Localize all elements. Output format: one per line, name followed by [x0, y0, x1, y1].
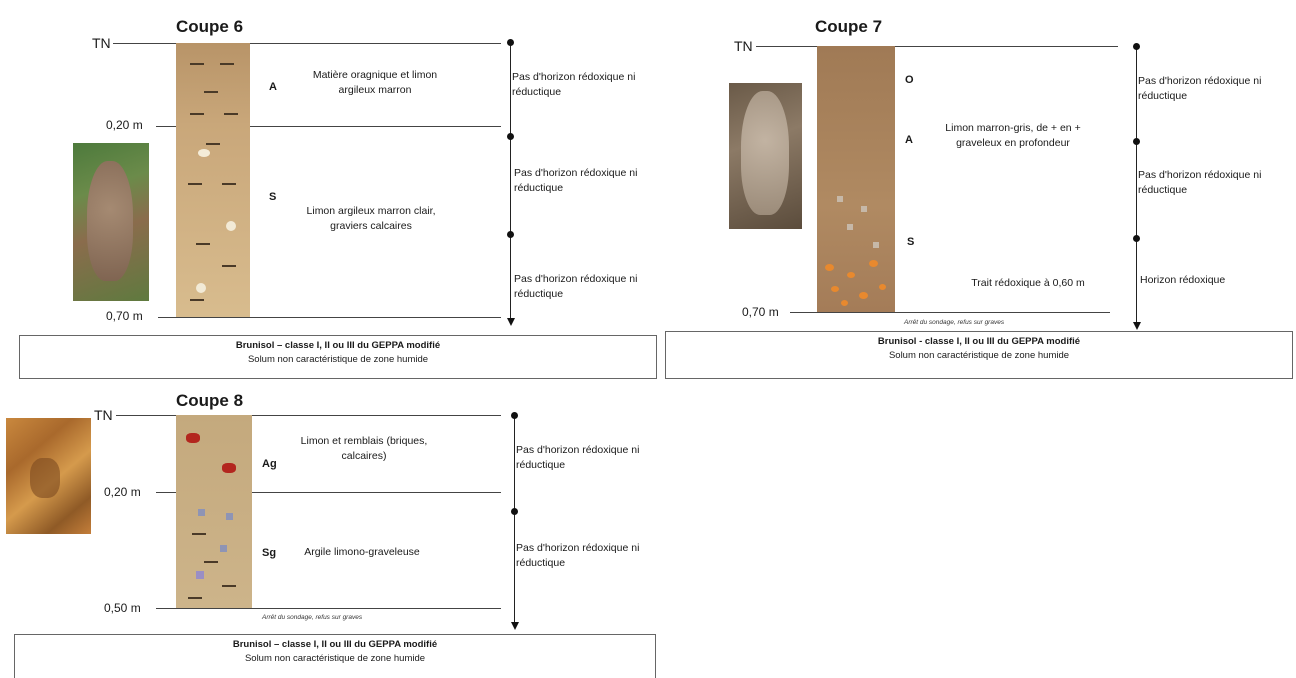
coupe8-marker-dot: [511, 412, 518, 419]
coupe7-conclusion: Solum non caractéristique de zone humide: [888, 350, 1070, 361]
coupe6-line-070: [158, 317, 501, 318]
coupe8-horizon-ag-desc: Limon et remblais (briques, calcaires): [300, 435, 428, 462]
coupe7-depth-070: 0,70 m: [742, 305, 779, 319]
coupe7-tn-label: TN: [734, 38, 753, 54]
coupe7-observation-3: Horizon rédoxique: [1140, 274, 1226, 286]
coupe6-observation-3: Pas d'horizon rédoxique ni réductique: [514, 273, 638, 300]
coupe8-arrow-head: [511, 622, 519, 630]
coupe7-tn-line: [756, 46, 1118, 47]
coupe8-classification-box: Brunisol – classe I, II ou III du GEPPA …: [14, 634, 656, 678]
coupe8-observation-axis: [514, 415, 515, 625]
coupe6-tn-label: TN: [92, 35, 111, 51]
coupe6-marker-dot: [507, 133, 514, 140]
coupe7-observation-1: Pas d'horizon rédoxique ni réductique: [1138, 75, 1262, 102]
coupe6-soil-column: [176, 43, 250, 317]
coupe6-depth-020: 0,20 m: [106, 118, 143, 132]
coupe8-soil-column: [176, 415, 252, 608]
coupe8-observation-1: Pas d'horizon rédoxique ni réductique: [516, 444, 640, 471]
coupe7-observation-2: Pas d'horizon rédoxique ni réductique: [1138, 169, 1262, 196]
coupe6-observation-1: Pas d'horizon rédoxique ni réductique: [512, 71, 636, 98]
coupe8-depth-020: 0,20 m: [104, 485, 141, 499]
coupe6-soil-photo: [73, 143, 149, 301]
coupe6-horizon-a: A: [269, 81, 277, 93]
coupe6-horizon-s: S: [269, 191, 277, 203]
coupe6-observation-axis: [510, 42, 511, 320]
coupe8-marker-dot: [511, 508, 518, 515]
coupe8-tn-line: [116, 415, 501, 416]
coupe8-line-020: [156, 492, 501, 493]
coupe7-main-desc: Limon marron-gris, de + en + graveleux e…: [945, 122, 1081, 149]
coupe8-horizon-sg: Sg: [262, 547, 277, 559]
coupe6-horizon-s-desc: Limon argileux marron clair, graviers ca…: [306, 205, 436, 232]
coupe7-horizon-s: S: [907, 236, 915, 248]
coupe6-conclusion: Solum non caractéristique de zone humide: [247, 354, 429, 365]
coupe7-arrow-head: [1133, 322, 1141, 330]
coupe7-marker-dot: [1133, 138, 1140, 145]
coupe8-line-050: [156, 608, 501, 609]
coupe7-trait-desc: Trait rédoxique à 0,60 m: [971, 277, 1085, 289]
coupe6-observation-2: Pas d'horizon rédoxique ni réductique: [514, 167, 638, 194]
coupe8-title: Coupe 8: [176, 391, 244, 410]
coupe8-classification: Brunisol – classe I, II ou III du GEPPA …: [232, 639, 438, 650]
coupe6-arrow-head: [507, 318, 515, 326]
coupe6-horizon-a-desc: Matière oragnique et limon argileux marr…: [312, 69, 438, 96]
coupe8-horizon-sg-desc: Argile limono-graveleuse: [304, 546, 420, 558]
coupe7-classification-box: Brunisol - classe I, II ou III du GEPPA …: [665, 331, 1293, 379]
coupe8-soil-photo: [6, 418, 91, 534]
coupe7-soil-column: [817, 46, 895, 312]
coupe7-marker-dot: [1133, 235, 1140, 242]
coupe7-horizon-a: A: [905, 134, 913, 146]
coupe7-horizon-o: O: [905, 74, 914, 86]
coupe7-soil-photo: [729, 83, 802, 229]
coupe6-depth-070: 0,70 m: [106, 309, 143, 323]
coupe6-marker-dot: [507, 231, 514, 238]
coupe8-observation-2: Pas d'horizon rédoxique ni réductique: [516, 542, 640, 569]
coupe6-marker-dot: [507, 39, 514, 46]
coupe8-conclusion: Solum non caractéristique de zone humide: [244, 653, 426, 664]
coupe6-title: Coupe 6: [176, 17, 244, 36]
coupe7-line-070: [790, 312, 1110, 313]
coupe8-stop-note: Arrêt du sondage, refus sur graves: [262, 614, 363, 621]
coupe7-observation-axis: [1136, 46, 1137, 324]
coupe6-classification: Brunisol – classe I, II ou III du GEPPA …: [235, 340, 441, 351]
coupe7-classification: Brunisol - classe I, II ou III du GEPPA …: [877, 336, 1081, 347]
coupe6-tn-line: [113, 43, 501, 44]
coupe8-horizon-ag: Ag: [262, 458, 277, 470]
coupe6-line-020: [156, 126, 501, 127]
coupe7-marker-dot: [1133, 43, 1140, 50]
coupe7-title: Coupe 7: [815, 17, 883, 36]
coupe6-classification-box: Brunisol – classe I, II ou III du GEPPA …: [19, 335, 657, 379]
coupe7-stop-note: Arrêt du sondage, refus sur graves: [904, 319, 1005, 326]
coupe8-depth-050: 0,50 m: [104, 601, 141, 615]
coupe8-tn-label: TN: [94, 407, 113, 423]
